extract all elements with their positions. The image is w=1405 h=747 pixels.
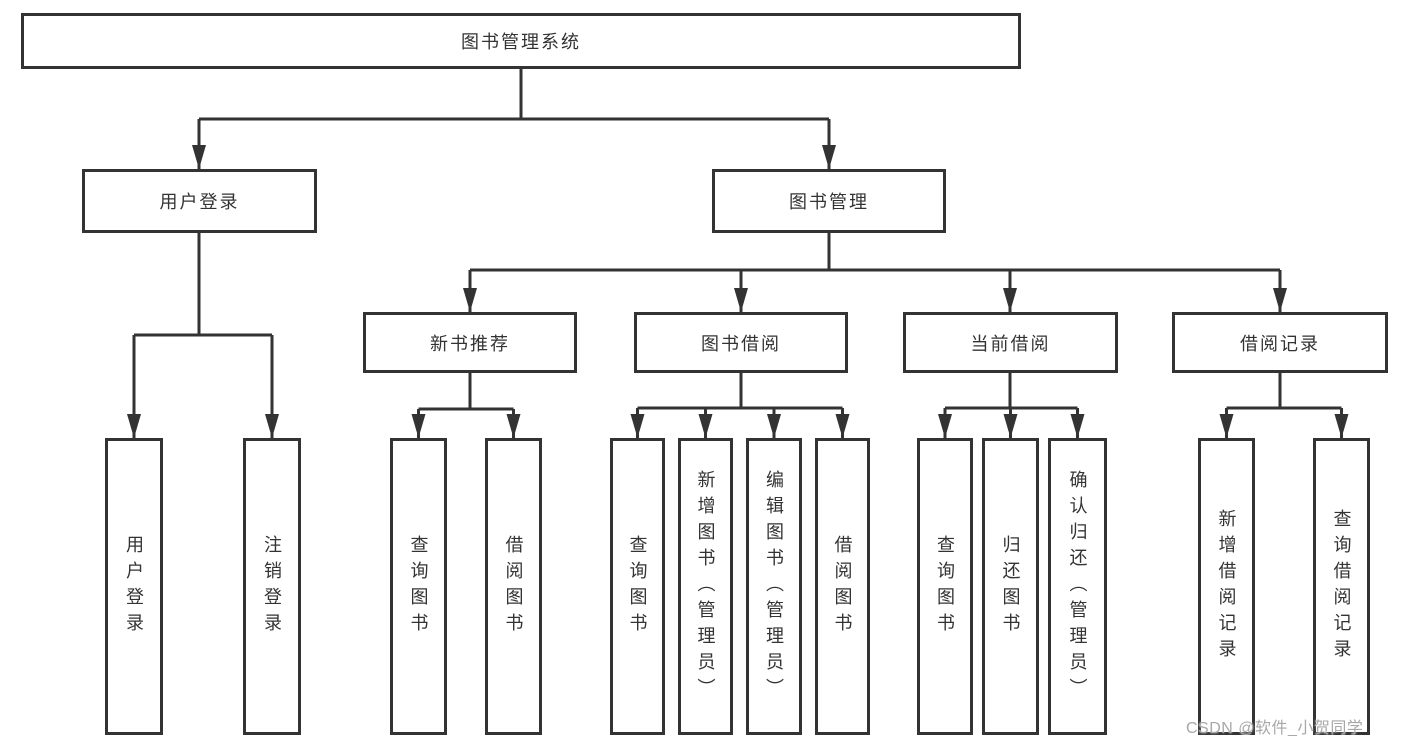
node-new-book-recommend-label: 新书推荐	[430, 333, 510, 354]
node-current-borrowing: 当前借阅	[903, 312, 1118, 373]
leaf-return-books: 归还图书	[982, 438, 1039, 735]
leaf-add-borrow-record: 新增借阅记录	[1198, 438, 1255, 735]
node-user-login: 用户登录	[82, 169, 317, 233]
leaf-query-books-3: 查询图书	[917, 438, 973, 735]
node-borrowing-records-label: 借阅记录	[1240, 333, 1320, 354]
leaf-query-books-2-label: 查询图书	[627, 534, 648, 639]
watermark: CSDN @软件_小贺同学	[1186, 720, 1364, 737]
leaf-add-borrow-record-label: 新增借阅记录	[1216, 508, 1237, 665]
leaf-return-books-label: 归还图书	[1000, 534, 1021, 639]
node-book-borrowing: 图书借阅	[634, 312, 848, 373]
node-borrowing-records: 借阅记录	[1172, 312, 1388, 373]
leaf-logout: 注销登录	[243, 438, 301, 735]
leaf-borrow-books-2: 借阅图书	[815, 438, 870, 735]
leaf-query-books-1-label: 查询图书	[408, 534, 429, 639]
leaf-confirm-return-admin-label: 确认归还（管理员）	[1067, 469, 1088, 704]
leaf-borrow-books-1-label: 借阅图书	[503, 534, 524, 639]
leaf-user-login: 用户登录	[105, 438, 163, 735]
leaf-add-books-admin: 新增图书（管理员）	[678, 438, 733, 735]
node-current-borrowing-label: 当前借阅	[970, 333, 1051, 354]
leaf-edit-books-admin-label: 编辑图书（管理员）	[764, 469, 784, 704]
leaf-query-borrow-record-label: 查询借阅记录	[1331, 508, 1352, 665]
node-book-management: 图书管理	[712, 169, 946, 233]
node-user-login-label: 用户登录	[159, 192, 240, 212]
leaf-edit-books-admin: 编辑图书（管理员）	[746, 438, 802, 735]
leaf-logout-label: 注销登录	[262, 534, 282, 639]
leaf-query-books-1: 查询图书	[390, 438, 447, 735]
leaf-borrow-books-1: 借阅图书	[485, 438, 542, 735]
leaf-add-books-admin-label: 新增图书（管理员）	[695, 469, 716, 704]
leaf-borrow-books-2-label: 借阅图书	[832, 534, 853, 639]
leaf-query-books-3-label: 查询图书	[935, 534, 955, 639]
leaf-confirm-return-admin: 确认归还（管理员）	[1048, 438, 1107, 735]
leaf-query-books-2: 查询图书	[610, 438, 665, 735]
node-root-label: 图书管理系统	[461, 32, 581, 52]
node-book-management-label: 图书管理	[789, 192, 869, 212]
leaf-query-borrow-record: 查询借阅记录	[1313, 438, 1370, 735]
node-root: 图书管理系统	[21, 13, 1021, 69]
node-new-book-recommend: 新书推荐	[363, 312, 577, 373]
node-book-borrowing-label: 图书借阅	[701, 333, 781, 354]
leaf-user-login-label: 用户登录	[124, 534, 144, 639]
